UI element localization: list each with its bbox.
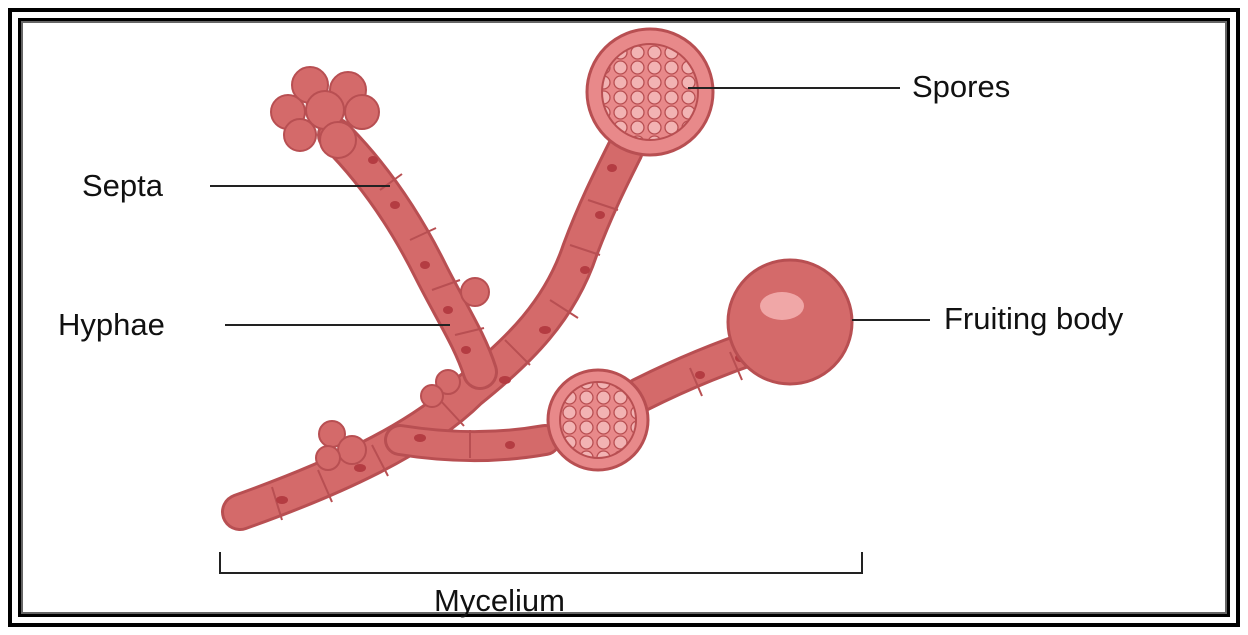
upper-sporangium xyxy=(587,29,713,155)
mycelium-bracket xyxy=(220,552,862,573)
mycelium-label: Mycelium xyxy=(434,585,565,616)
lower-sporangium xyxy=(548,370,648,470)
fruiting-body-label: Fruiting body xyxy=(944,303,1123,334)
hyphae-label: Hyphae xyxy=(58,309,165,340)
septa-label: Septa xyxy=(82,170,163,201)
spores-label: Spores xyxy=(912,71,1010,102)
left-hypha xyxy=(335,135,480,372)
fruiting-body-bulb xyxy=(728,260,852,384)
